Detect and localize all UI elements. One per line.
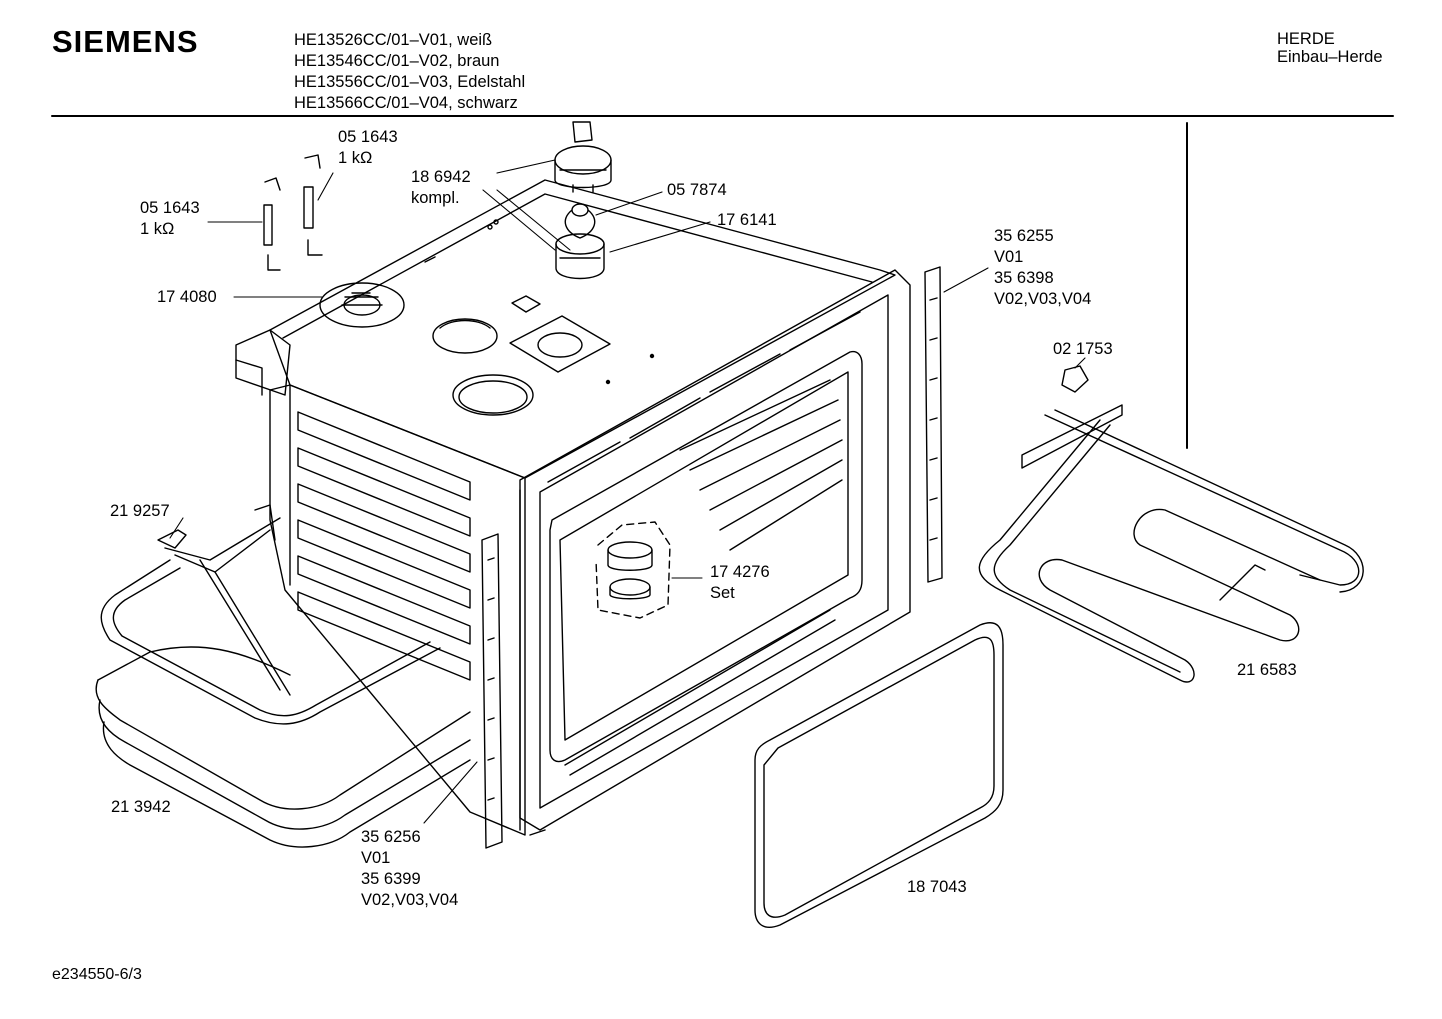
part-spec: 1 kΩ [140, 220, 175, 238]
ring-heating-element [101, 505, 440, 724]
part-variant: V02,V03,V04 [361, 891, 459, 909]
model-line: HE13546CC/01–V02, braun [294, 52, 500, 70]
side-rail-left [482, 534, 502, 848]
oven-cavity [236, 180, 910, 835]
grill-heating-element [979, 366, 1363, 682]
callout-186942: 18 6942 kompl. [411, 167, 471, 209]
part-spec: kompl. [411, 189, 460, 207]
part-number: 35 6255 [994, 227, 1054, 245]
part-number: 35 6399 [361, 870, 421, 888]
part-spec: Set [710, 584, 735, 602]
part-number: 18 6942 [411, 168, 471, 186]
door-seal [755, 623, 1003, 928]
part-number: 05 1643 [338, 128, 398, 146]
thermostat-assembly [555, 122, 611, 192]
callout-356256: 35 6256 V01 35 6399 V02,V03,V04 [361, 827, 458, 911]
model-list: HE13526CC/01–V01, weiß HE13546CC/01–V02,… [294, 30, 525, 114]
part-number: 21 9257 [110, 502, 170, 520]
part-number: 21 3942 [111, 798, 171, 816]
callout-174276: 17 4276 Set [710, 562, 770, 604]
brand-logo: SIEMENS [52, 24, 199, 59]
callout-216583: 21 6583 [1237, 660, 1297, 681]
part-variant: V02,V03,V04 [994, 290, 1092, 308]
part-number: 02 1753 [1053, 340, 1113, 358]
callout-051643-top: 05 1643 1 kΩ [338, 127, 398, 169]
side-rail-right [925, 267, 942, 582]
leader-lines [170, 160, 1085, 823]
callout-187043: 18 7043 [907, 877, 967, 898]
part-number: 05 1643 [140, 199, 200, 217]
insulation-blanket [96, 647, 470, 847]
callout-356255: 35 6255 V01 35 6398 V02,V03,V04 [994, 226, 1091, 310]
part-number: 17 6141 [717, 211, 777, 229]
oven-lamp-set [596, 522, 670, 618]
model-line: HE13566CC/01–V04, schwarz [294, 94, 518, 112]
part-number: 35 6256 [361, 828, 421, 846]
callout-051643-left: 05 1643 1 kΩ [140, 198, 200, 240]
callout-219257: 21 9257 [110, 501, 170, 522]
part-spec: 1 kΩ [338, 149, 373, 167]
product-category: HERDE Einbau–Herde [1277, 30, 1383, 66]
model-line: HE13526CC/01–V01, weiß [294, 31, 493, 49]
category-line: Einbau–Herde [1277, 48, 1383, 66]
part-variant: V01 [994, 248, 1024, 266]
fan-motor-part [556, 204, 604, 279]
callout-057874: 05 7874 [667, 180, 727, 201]
callout-176141: 17 6141 [717, 210, 777, 231]
model-line: HE13556CC/01–V03, Edelstahl [294, 73, 526, 91]
resistor-pair [264, 155, 322, 270]
callout-174080: 17 4080 [157, 287, 217, 308]
part-number: 05 7874 [667, 181, 727, 199]
part-variant: V01 [361, 849, 391, 867]
callout-213942: 21 3942 [111, 797, 171, 818]
part-number: 21 6583 [1237, 661, 1297, 679]
callout-021753: 02 1753 [1053, 339, 1113, 360]
part-number: 18 7043 [907, 878, 967, 896]
category-line: HERDE [1277, 30, 1335, 48]
part-number: 17 4276 [710, 563, 770, 581]
part-number: 17 4080 [157, 288, 217, 306]
drawing-id: e234550-6/3 [52, 966, 142, 983]
part-number: 35 6398 [994, 269, 1054, 287]
